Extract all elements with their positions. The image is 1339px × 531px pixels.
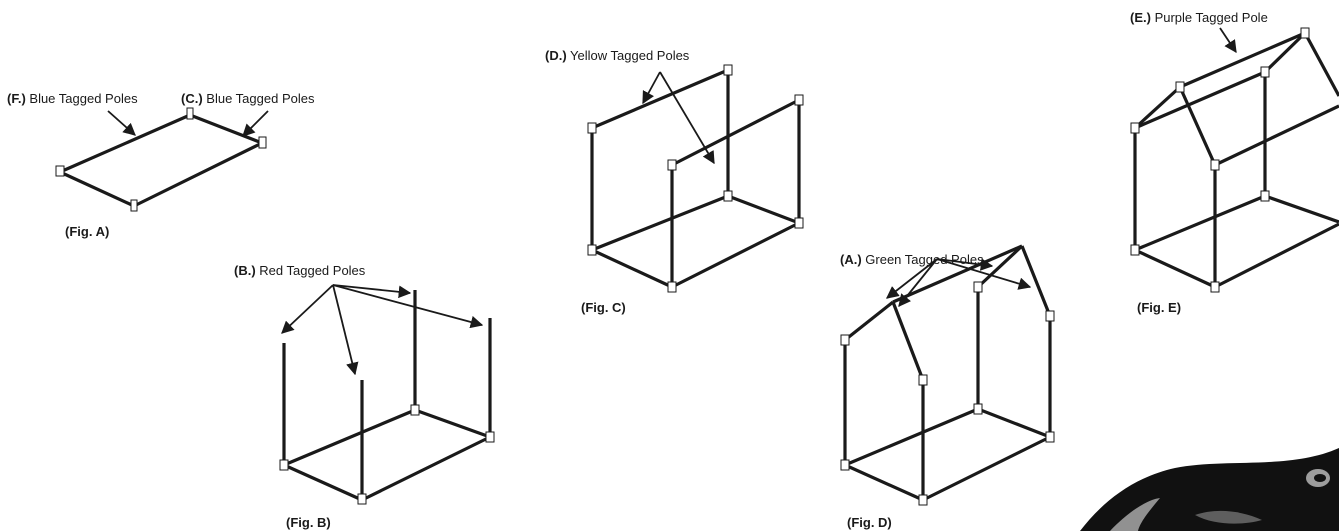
caption-fig-e: (Fig. E) [1137,300,1181,315]
figure-c-arrows [642,71,715,165]
figure-e-poles [1133,31,1339,289]
caption-fig-c: (Fig. C) [581,300,626,315]
figure-d-poles [843,244,1052,502]
label-e-purple-pole: (E.) Purple Tagged Pole [1130,10,1268,25]
label-d-yellow-poles: (D.) Yellow Tagged Poles [545,48,690,63]
scan-artifact [1080,448,1339,531]
caption-fig-d: (Fig. D) [847,515,892,530]
figure-d-joints [840,281,1055,506]
label-b-red-poles: (B.) Red Tagged Poles [234,263,366,278]
figure-b: (B.) Red Tagged Poles (Fig. B) [234,263,495,530]
label-c-blue-poles: (C.) Blue Tagged Poles [181,91,315,106]
figure-a-arrows [107,110,269,137]
caption-fig-b: (Fig. B) [286,515,331,530]
figure-c: (D.) Yellow Tagged Poles (Fig. C) [545,48,804,315]
figure-d: (A.) Green Tagged Poles (Fig. D) [840,244,1055,530]
figure-a-poles [59,113,263,208]
figure-b-joints [279,404,495,505]
figure-e-joints [1130,27,1310,293]
figure-e-arrows [1219,27,1237,54]
label-f-blue-poles: (F.) Blue Tagged Poles [7,91,138,106]
figure-c-joints [587,64,804,293]
label-a-green-poles: (A.) Green Tagged Poles [840,252,984,267]
caption-fig-a: (Fig. A) [65,224,109,239]
figure-c-poles [590,68,801,289]
figure-b-poles [282,290,492,502]
figure-b-arrows [281,284,484,376]
figure-e: (E.) Purple Tagged Pole (Fig. E) [1130,10,1339,315]
figure-d-arrows [886,258,1032,307]
figure-a: (F.) Blue Tagged Poles (C.) Blue Tagged … [7,91,315,239]
figure-a-joints [55,107,267,212]
